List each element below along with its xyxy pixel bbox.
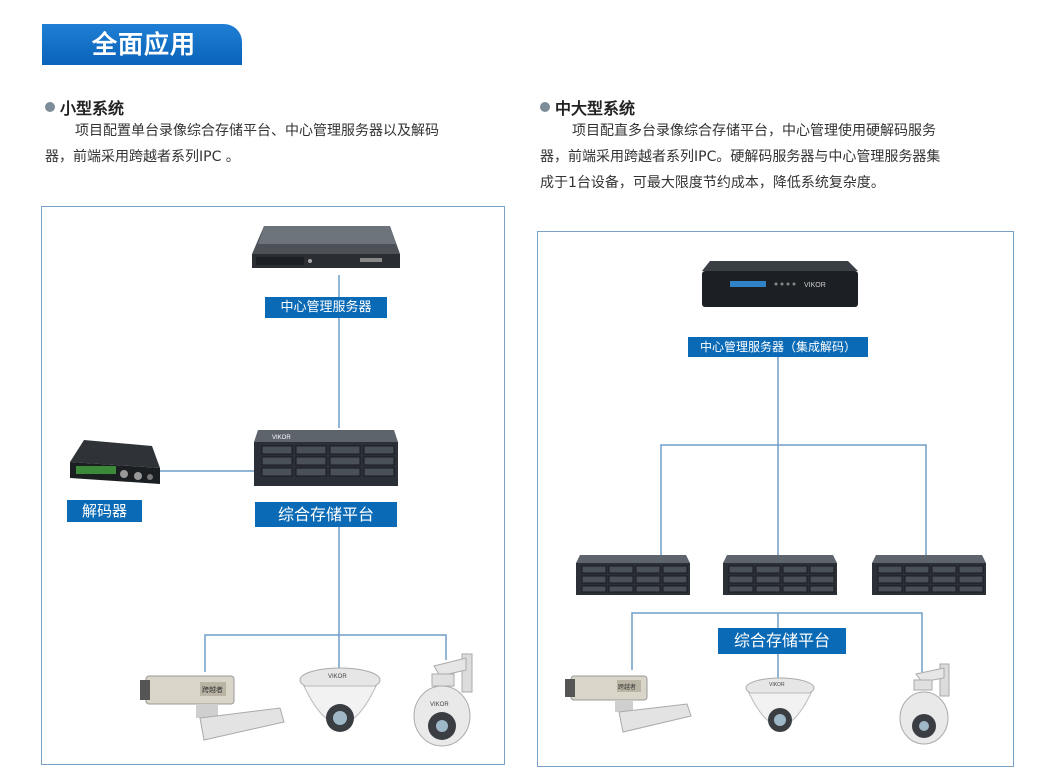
bullet-icon [45, 102, 55, 112]
section-header-title: 全面应用 [92, 30, 197, 59]
large-system-title-text: 中大型系统 [555, 99, 636, 118]
large-server-label: 中心管理服务器（集成解码） [688, 337, 868, 357]
server-brand-text: VIKOR [804, 282, 826, 289]
box-camera-icon: 跨越者 [140, 675, 285, 741]
box-camera-icon: 跨越者 [565, 675, 692, 733]
dome-brand-text: VIKOR [769, 682, 785, 688]
small-system-title-text: 小型系统 [60, 99, 125, 118]
small-system-description: 项目配置单台录像综合存储平台、中心管理服务器以及解码 器，前端采用跨越者系列IP… [45, 118, 525, 170]
large-system-title: 中大型系统 [540, 95, 635, 119]
dome-camera-icon: VIKOR [745, 677, 815, 732]
dome-camera-icon: VIKOR [299, 667, 381, 732]
small-server-label: 中心管理服务器 [265, 297, 387, 318]
speed-dome-camera-icon [899, 663, 950, 745]
large-system-desc-line2: 器，前端采用跨越者系列IPC。硬解码服务器与中心管理服务器集 [540, 149, 941, 165]
small-system-desc-line2: 器，前端采用跨越者系列IPC 。 [45, 149, 240, 165]
decoder-label: 解码器 [67, 500, 142, 522]
storage-unit-1-icon [576, 555, 690, 595]
section-header-tab: 全面应用 [42, 24, 242, 65]
small-system-diagram-panel [41, 206, 505, 765]
small-storage-label: 综合存储平台 [255, 502, 397, 527]
speed-dome-camera-icon: VIKOR [413, 653, 473, 747]
bullet-icon [540, 102, 550, 112]
rack-server-icon [252, 226, 400, 268]
large-system-diagram-panel [537, 231, 1014, 767]
small-system-desc-line1: 项目配置单台录像综合存储平台、中心管理服务器以及解码 [75, 123, 439, 139]
storage-unit-2-icon [723, 555, 837, 595]
small-system-title: 小型系统 [45, 95, 124, 119]
line-right-camera-bus [631, 612, 923, 672]
large-system-desc-line1: 项目配直多台录像综合存储平台，中心管理使用硬解码服务 [572, 123, 936, 139]
large-system-desc-line3: 成于1台设备，可最大限度节约成本，降低系统复杂度。 [540, 175, 885, 191]
storage-unit-3-icon [872, 555, 986, 595]
integrated-decoding-server-icon: VIKOR [702, 261, 858, 307]
storage-brand-text: VIKOR [272, 435, 291, 441]
large-system-description: 项目配直多台录像综合存储平台，中心管理使用硬解码服务 器，前端采用跨越者系列IP… [540, 118, 1030, 196]
large-storage-label: 综合存储平台 [718, 628, 846, 654]
speed-dome-brand-text: VIKOR [430, 702, 449, 708]
dome-brand-text: VIKOR [328, 674, 347, 680]
decoder-device-icon [70, 440, 160, 484]
storage-platform-icon: VIKOR [254, 430, 398, 486]
camera-tag-text: 跨越者 [202, 685, 223, 694]
line-branch-bus [660, 444, 927, 555]
camera-tag-text: 跨越者 [618, 683, 636, 691]
line-camera-bus-left [204, 634, 447, 672]
